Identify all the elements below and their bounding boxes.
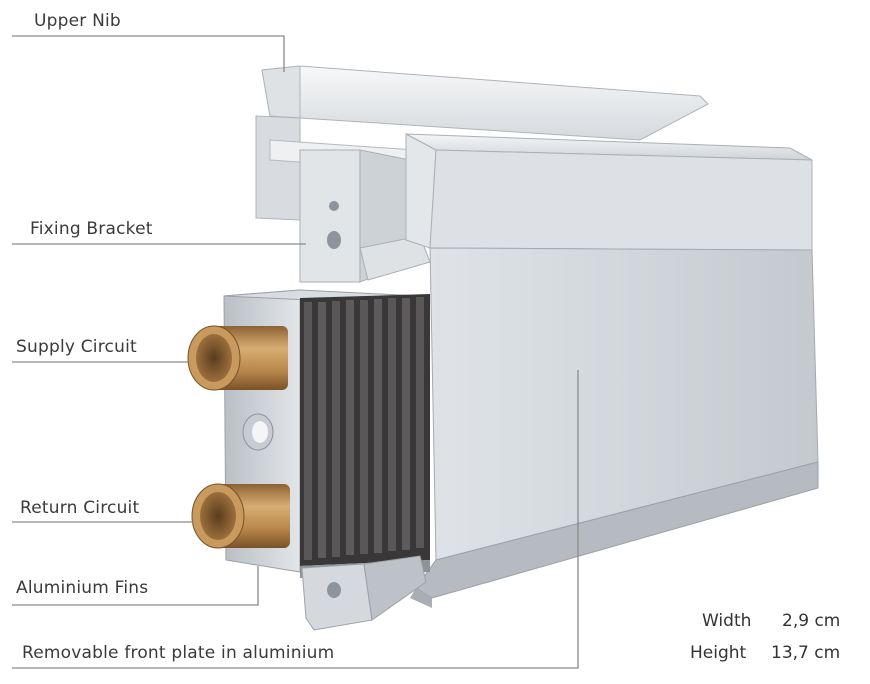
label-upper-nib: Upper Nib: [34, 11, 121, 31]
supply-pipe: [187, 325, 288, 391]
spec-width-value: 2,9 cm: [782, 611, 841, 631]
aluminium-fins: [300, 294, 430, 578]
aluminium-fins-leader: [12, 566, 259, 606]
label-supply-circuit: Supply Circuit: [16, 337, 137, 357]
lower-bracket: [301, 555, 427, 631]
label-aluminium-fins: Aluminium Fins: [16, 578, 149, 598]
spec-height-value: 13,7 cm: [771, 643, 841, 663]
spec-height-label: Height: [690, 643, 747, 663]
front-plate-leader: [12, 370, 579, 669]
upper-nib-leader: [12, 35, 285, 72]
return-pipe: [191, 483, 290, 549]
spec-width-label: Width: [702, 611, 752, 631]
label-fixing-bracket: Fixing Bracket: [30, 219, 153, 239]
front-plate: [405, 133, 819, 608]
label-return-circuit: Return Circuit: [20, 498, 140, 518]
leader-lines: [12, 35, 579, 669]
fixing-bracket: [299, 149, 431, 283]
label-front-plate: Removable front plate in aluminium: [22, 643, 335, 663]
